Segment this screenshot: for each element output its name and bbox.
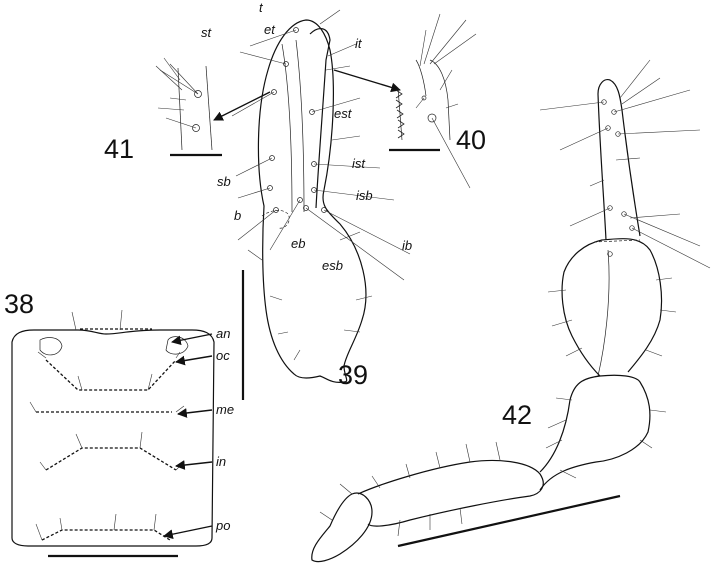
figure-number-41: 41 (104, 134, 134, 164)
label-b: b (234, 208, 241, 223)
pedipalp-hand (561, 237, 663, 377)
finger-inner-line-2 (295, 39, 305, 213)
trichobothria-dots (267, 27, 327, 213)
pedipalp-trochanter (311, 492, 373, 563)
finger-inner-line (281, 43, 293, 213)
pedipalp-femur (357, 459, 544, 527)
pedipalp-drawing (311, 59, 711, 563)
chela-setae (231, 9, 411, 361)
label-in: in (216, 454, 226, 469)
inset-41-drawing (155, 57, 222, 157)
label-eb: eb (291, 236, 305, 251)
label-t: t (259, 0, 264, 15)
figure-number-40: 40 (456, 125, 486, 155)
scale-bar-42 (397, 494, 621, 548)
eye-patch-left (39, 337, 63, 356)
label-ib: ib (402, 238, 412, 253)
carapace-outline (11, 329, 215, 547)
inset-40-drawing (389, 13, 477, 189)
pedipalp-setae (319, 59, 711, 537)
label-et: et (264, 22, 276, 37)
pedipalp-trichobothria (601, 99, 635, 257)
label-me: me (216, 402, 234, 417)
movable-finger (309, 28, 331, 209)
label-isb: isb (356, 188, 373, 203)
carapace-setae (29, 309, 185, 541)
label-st: st (201, 25, 213, 40)
chela-outline (257, 19, 367, 383)
arrow-to-fig41 (213, 91, 271, 121)
finger-base (261, 210, 290, 229)
label-it: it (355, 36, 363, 51)
setae-row-in (45, 447, 177, 471)
label-po: po (215, 518, 230, 533)
label-an: an (216, 326, 230, 341)
pedipalp-patella (539, 374, 651, 491)
label-sb: sb (217, 174, 231, 189)
label-oc: oc (216, 348, 230, 363)
figure-number-39: 39 (338, 360, 368, 390)
pedipalp-finger-base (593, 239, 641, 243)
setae-row-oc (45, 359, 177, 391)
carapace-label-arrows (163, 333, 213, 539)
figure-number-38: 38 (4, 289, 34, 319)
label-ist: ist (352, 156, 366, 171)
label-esb: esb (322, 258, 343, 273)
arrow-to-fig40 (333, 69, 401, 93)
chela-drawing (231, 9, 411, 400)
label-est: est (334, 106, 353, 121)
setae-row-po (41, 529, 171, 541)
pedipalp-fingers (597, 79, 641, 241)
carapace-drawing (11, 309, 215, 558)
figure-number-42: 42 (502, 400, 532, 430)
